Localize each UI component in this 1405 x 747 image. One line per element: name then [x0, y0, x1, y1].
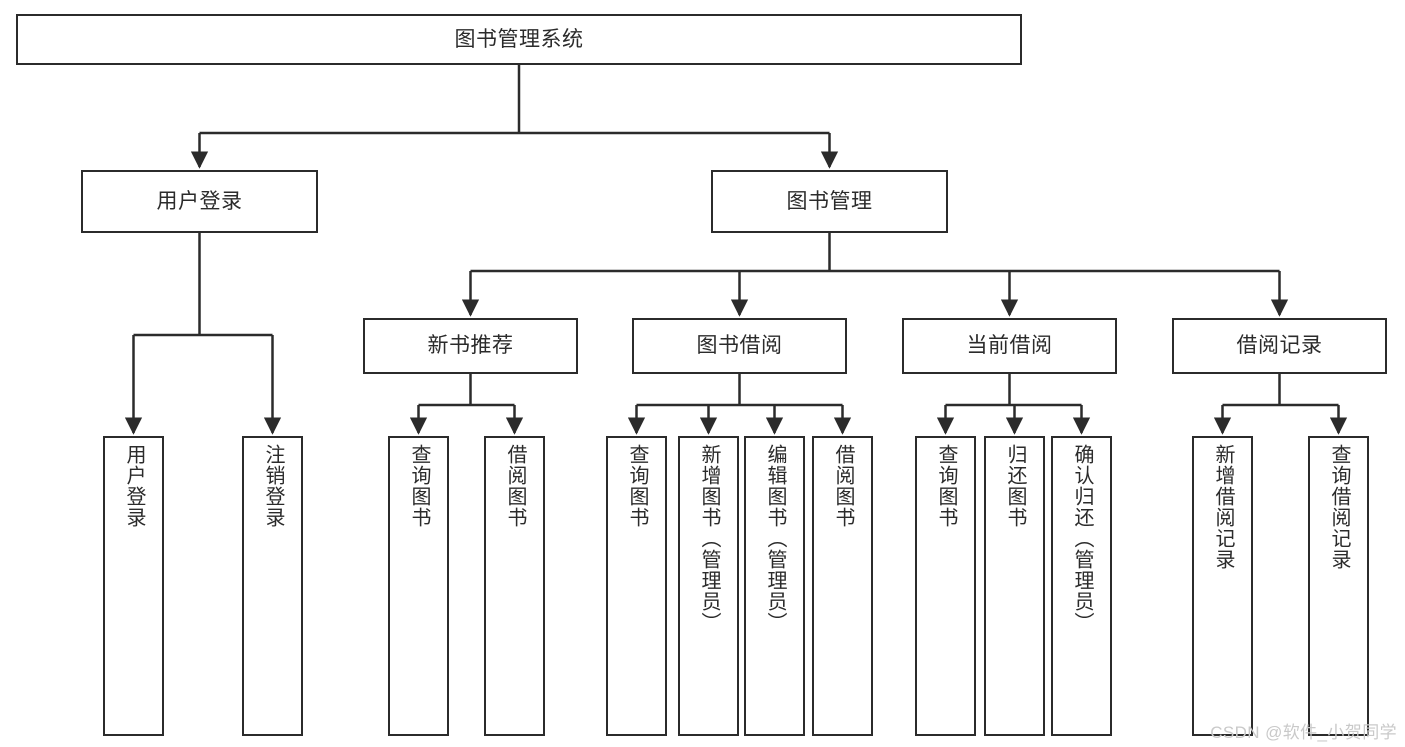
node-borrow-record[interactable]: 借阅记录 [1172, 318, 1387, 374]
node-book-borrow[interactable]: 图书借阅 [632, 318, 847, 374]
node-label-current-borrow: 当前借阅 [966, 334, 1053, 358]
node-leaf-user-logout[interactable]: 注销登录 [242, 436, 303, 736]
node-label-borrow-record: 借阅记录 [1236, 334, 1323, 358]
node-leaf-cb-return[interactable]: 归还图书 [984, 436, 1045, 736]
node-label-root: 图书管理系统 [454, 27, 584, 51]
node-leaf-cb-query[interactable]: 查询图书 [915, 436, 976, 736]
node-leaf-rec-add[interactable]: 新增借阅记录 [1192, 436, 1253, 736]
node-leaf-user-login[interactable]: 用户登录 [103, 436, 164, 736]
node-leaf-rec-query[interactable]: 查询图书 [388, 436, 449, 736]
node-new-book-rec[interactable]: 新书推荐 [363, 318, 578, 374]
node-user-login[interactable]: 用户登录 [81, 170, 318, 233]
node-label-leaf-rec-query2: 查询借阅记录 [1328, 444, 1350, 570]
node-leaf-br-borrow[interactable]: 借阅图书 [812, 436, 873, 736]
node-label-leaf-user-logout: 注销登录 [262, 444, 284, 528]
node-label-leaf-br-edit: 编辑图书（管理员） [764, 444, 786, 633]
node-label-leaf-rec-query: 查询图书 [408, 444, 430, 528]
node-leaf-br-add[interactable]: 新增图书（管理员） [678, 436, 739, 736]
node-label-leaf-cb-return: 归还图书 [1004, 444, 1026, 528]
node-leaf-cb-confirm[interactable]: 确认归还（管理员） [1051, 436, 1112, 736]
node-leaf-br-edit[interactable]: 编辑图书（管理员） [744, 436, 805, 736]
node-label-book-manage: 图书管理 [786, 189, 873, 213]
node-label-leaf-rec-borrow: 借阅图书 [504, 444, 526, 528]
node-label-leaf-cb-confirm: 确认归还（管理员） [1071, 444, 1093, 633]
node-leaf-rec-borrow[interactable]: 借阅图书 [484, 436, 545, 736]
node-label-book-borrow: 图书借阅 [696, 334, 783, 358]
node-label-leaf-user-login: 用户登录 [123, 444, 145, 528]
node-label-leaf-br-query: 查询图书 [626, 444, 648, 528]
node-label-leaf-br-add: 新增图书（管理员） [698, 444, 720, 633]
node-leaf-br-query[interactable]: 查询图书 [606, 436, 667, 736]
node-leaf-rec-query2[interactable]: 查询借阅记录 [1308, 436, 1369, 736]
node-label-user-login: 用户登录 [156, 189, 243, 213]
node-label-leaf-br-borrow: 借阅图书 [832, 444, 854, 528]
node-root[interactable]: 图书管理系统 [16, 14, 1022, 65]
node-book-manage[interactable]: 图书管理 [711, 170, 948, 233]
node-label-leaf-cb-query: 查询图书 [935, 444, 957, 528]
node-label-leaf-rec-add: 新增借阅记录 [1212, 444, 1234, 570]
node-current-borrow[interactable]: 当前借阅 [902, 318, 1117, 374]
node-label-new-book-rec: 新书推荐 [427, 334, 514, 358]
